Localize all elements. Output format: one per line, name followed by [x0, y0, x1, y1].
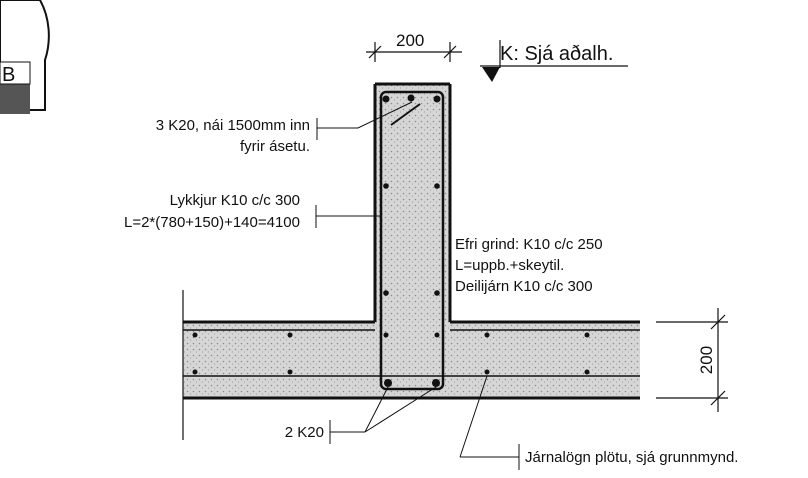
rebar-dot — [382, 95, 390, 103]
rebar-dot — [287, 332, 293, 338]
bottom-bars-leader — [329, 386, 437, 444]
wall-side-bars — [383, 183, 440, 296]
top-bars-leader — [316, 101, 413, 140]
rebar-dot — [192, 332, 198, 338]
slab-inner-lines — [183, 329, 640, 377]
corner-title-mark: B — [0, 0, 50, 114]
upper-mesh-label-line2: L=uppb.+skeytil. — [455, 257, 564, 274]
rebar-dot — [434, 183, 440, 189]
wall-concrete — [375, 84, 450, 324]
width-dimension-text: 200 — [396, 31, 424, 50]
rebar-dot — [287, 369, 293, 375]
rebar-dot — [192, 369, 198, 375]
wall-top-bars — [382, 94, 441, 103]
slab-right-concrete — [450, 322, 640, 398]
rebar-dot — [383, 183, 389, 189]
stirrup-label-line2: L=2*(780+150)+140=4100 — [124, 214, 300, 231]
top-bars-label-line2: fyrir ásetu. — [240, 138, 310, 155]
wall-bottom-bars — [384, 379, 440, 387]
top-bars-label-line1: 3 K20, nái 1500mm inn — [156, 117, 310, 134]
corner-mark-text: B — [2, 64, 15, 86]
stirrup-hook — [390, 103, 421, 126]
slab-bars — [192, 332, 590, 375]
rebar-dot — [433, 95, 441, 103]
stirrup-label-line1: Lykkjur K10 c/c 300 — [170, 192, 300, 209]
rebar-dot — [584, 332, 590, 338]
rebar-dot — [383, 290, 389, 296]
rebar-dot — [584, 369, 590, 375]
rebar-dot — [407, 94, 415, 102]
section-reference-text: K: Sjá aðalh. — [500, 43, 613, 65]
section-reference-symbol — [480, 40, 628, 82]
stirrup-leader — [315, 205, 380, 228]
width-dimension — [366, 42, 462, 62]
rebar-dot — [383, 332, 389, 338]
slab-reinf-leader — [459, 375, 520, 470]
rebar-dot — [484, 332, 490, 338]
rebar-dot — [384, 379, 392, 387]
rebar-dot — [434, 290, 440, 296]
slab-thickness-dimension — [656, 308, 728, 412]
upper-mesh-label-line3: Deilijárn K10 c/c 300 — [455, 278, 593, 295]
slab-outline — [183, 320, 640, 400]
rebar-dot — [484, 369, 490, 375]
rebar-dot — [432, 379, 440, 387]
slab-thickness-text: 200 — [697, 346, 716, 374]
wall-outline — [373, 82, 452, 322]
bottom-bars-label: 2 K20 — [285, 424, 324, 441]
stirrup-loop — [379, 90, 445, 391]
rebar-dot — [434, 332, 440, 338]
upper-mesh-label-line1: Efri grind: K10 c/c 250 — [455, 236, 603, 253]
slab-left-concrete — [183, 322, 375, 398]
slab-reinf-label: Járnalögn plötu, sjá grunnmynd. — [525, 449, 738, 466]
